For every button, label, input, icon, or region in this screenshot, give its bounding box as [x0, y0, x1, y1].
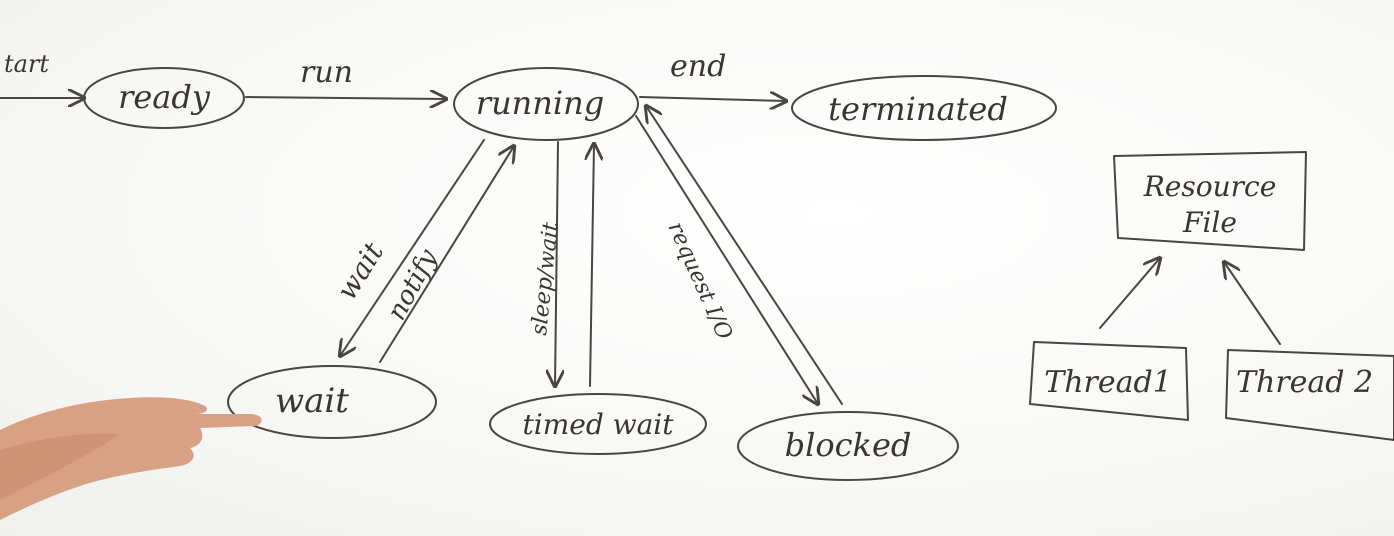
run-label: run [300, 55, 353, 90]
state-blocked-label: blocked [785, 426, 912, 464]
state-wait-label: wait [275, 381, 349, 421]
state-wait: wait [227, 365, 437, 439]
state-ready: ready [83, 67, 245, 129]
sleep-wait-transition: sleep/wait [527, 141, 594, 386]
state-running-label: running [476, 84, 604, 122]
request-io-transition: request I/O [635, 106, 843, 404]
run-transition: run [245, 55, 446, 99]
thread1-box: Thread1 [1029, 341, 1189, 421]
state-running: running [453, 67, 639, 141]
state-terminated-label: terminated [828, 90, 1008, 128]
thread2-box: Thread 2 [1225, 349, 1394, 441]
notify-transition-label: notify [382, 244, 444, 325]
state-ready-label: ready [118, 78, 211, 116]
end-label: end [670, 49, 726, 84]
thread1-label: Thread1 [1044, 365, 1172, 400]
resource-file-label-line2: File [1182, 206, 1237, 239]
state-timed-wait-label: timed wait [522, 408, 674, 441]
presenter-hand [0, 397, 262, 520]
state-blocked: blocked [737, 411, 959, 481]
resource-file-label-line1: Resource [1143, 170, 1277, 203]
thread2-label: Thread 2 [1236, 365, 1373, 400]
resource-file-box: Resource File [1113, 151, 1307, 251]
state-terminated: terminated [791, 75, 1057, 141]
sleep-wait-label: sleep/wait [527, 221, 564, 337]
request-io-label: request I/O [663, 218, 737, 343]
thread2-arrow [1224, 262, 1281, 345]
thread1-arrow [1099, 258, 1160, 329]
start-label: tart [4, 50, 49, 78]
state-timed-wait: timed wait [489, 393, 707, 455]
end-transition: end [639, 49, 786, 101]
start-transition: tart [0, 50, 84, 98]
notify-transition: notify [379, 146, 514, 363]
